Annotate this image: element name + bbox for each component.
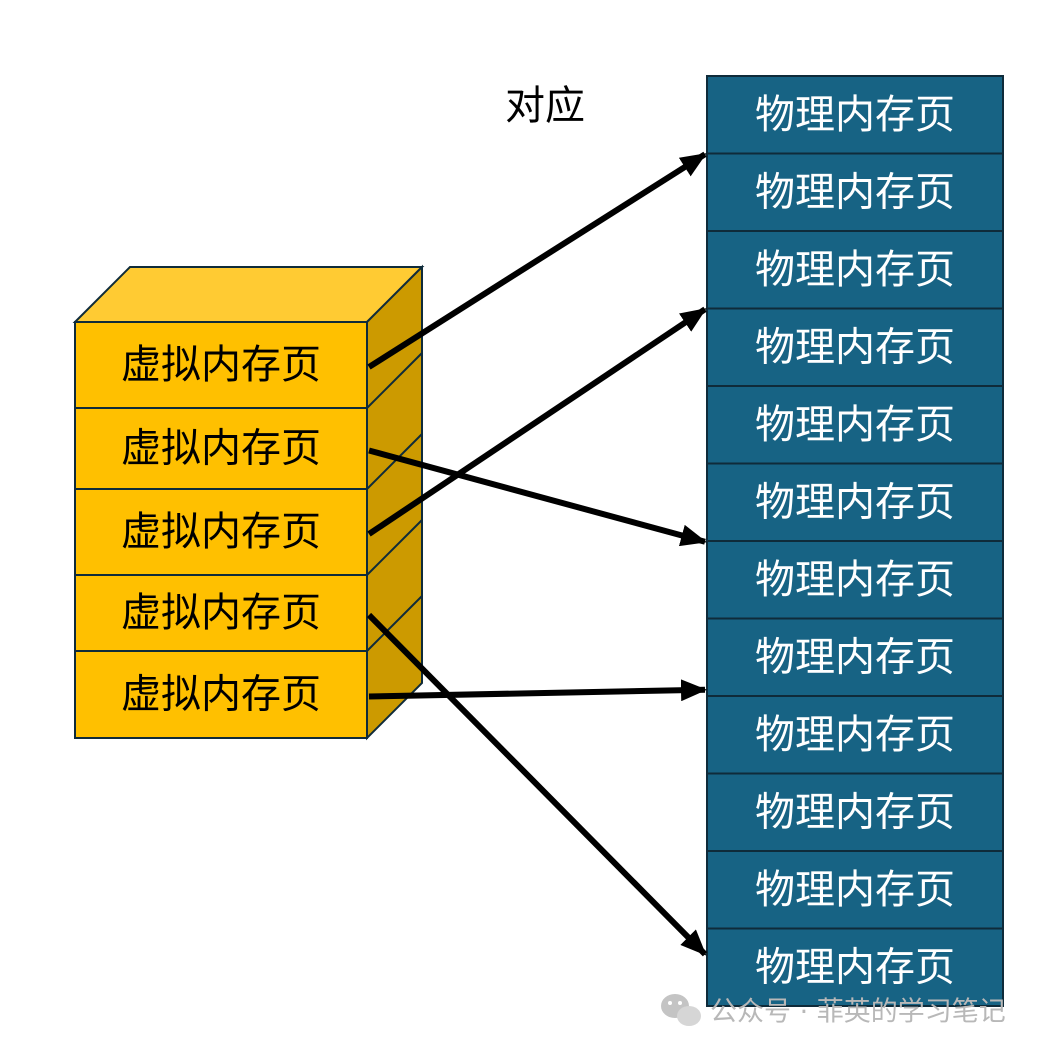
virtual-page: 虚拟内存页 (74, 488, 368, 576)
virtual-page-label: 虚拟内存页 (121, 590, 321, 636)
physical-page-label: 物理内存页 (755, 867, 955, 913)
wechat-icon (661, 994, 701, 1026)
virtual-page-label: 虚拟内存页 (121, 672, 321, 718)
virtual-page-box (74, 650, 368, 739)
physical-page-label: 物理内存页 (755, 712, 955, 758)
physical-page: 物理内存页 (706, 307, 1004, 387)
physical-memory-column: 物理内存页物理内存页物理内存页物理内存页物理内存页物理内存页物理内存页物理内存页… (706, 75, 1004, 1007)
physical-page-box (706, 695, 1004, 775)
physical-page-box (706, 462, 1004, 542)
physical-page-label: 物理内存页 (755, 324, 955, 370)
mapping-arrows (366, 151, 708, 957)
physical-page: 物理内存页 (706, 927, 1004, 1007)
virtual-page-label: 虚拟内存页 (121, 342, 321, 388)
physical-page-label: 物理内存页 (755, 479, 955, 525)
physical-page: 物理内存页 (706, 230, 1004, 310)
virtual-page-box (74, 407, 368, 490)
physical-page: 物理内存页 (706, 152, 1004, 232)
mapping-arrow (367, 306, 707, 537)
side-divider (366, 433, 423, 490)
mapping-label: 对应 (505, 83, 585, 129)
virtual-page: 虚拟内存页 (74, 407, 368, 490)
watermark: 公众号 · 菲英的学习笔记 (661, 994, 1006, 1028)
physical-page: 物理内存页 (706, 850, 1004, 930)
side-divider (366, 595, 423, 652)
physical-page: 物理内存页 (706, 617, 1004, 697)
stack-top-face (72, 266, 425, 323)
physical-page-box (706, 385, 1004, 465)
virtual-page-box (74, 574, 368, 652)
side-divider (366, 352, 423, 409)
virtual-page: 虚拟内存页 (74, 321, 368, 409)
mapping-arrow (366, 612, 708, 957)
virtual-page-box (74, 321, 368, 409)
physical-page-label: 物理内存页 (755, 92, 955, 138)
physical-page: 物理内存页 (706, 695, 1004, 775)
physical-page: 物理内存页 (706, 462, 1004, 542)
physical-page-box (706, 927, 1004, 1007)
physical-page-box (706, 75, 1004, 155)
physical-page-label: 物理内存页 (755, 247, 955, 293)
physical-page-label: 物理内存页 (755, 557, 955, 603)
physical-page-label: 物理内存页 (755, 402, 955, 448)
physical-page: 物理内存页 (706, 540, 1004, 620)
mapping-arrow (368, 679, 707, 702)
physical-page-label: 物理内存页 (755, 789, 955, 835)
virtual-page: 虚拟内存页 (74, 574, 368, 652)
side-divider (366, 519, 423, 576)
physical-page-box (706, 617, 1004, 697)
physical-page-box (706, 230, 1004, 310)
physical-page-label: 物理内存页 (755, 944, 955, 990)
virtual-page-label: 虚拟内存页 (121, 509, 321, 555)
physical-page-box (706, 307, 1004, 387)
physical-page-box (706, 152, 1004, 232)
mapping-arrow (368, 447, 707, 547)
physical-page-label: 物理内存页 (755, 169, 955, 215)
physical-page: 物理内存页 (706, 75, 1004, 155)
virtual-page: 虚拟内存页 (74, 650, 368, 739)
physical-page-label: 物理内存页 (755, 634, 955, 680)
watermark-text: 公众号 · 菲英的学习笔记 (710, 997, 1006, 1028)
physical-page-box (706, 540, 1004, 620)
virtual-page-box (74, 488, 368, 576)
mapping-arrow (367, 151, 707, 370)
physical-page: 物理内存页 (706, 772, 1004, 852)
physical-page: 物理内存页 (706, 385, 1004, 465)
virtual-page-label: 虚拟内存页 (121, 426, 321, 472)
physical-page-box (706, 772, 1004, 852)
physical-page-box (706, 850, 1004, 930)
